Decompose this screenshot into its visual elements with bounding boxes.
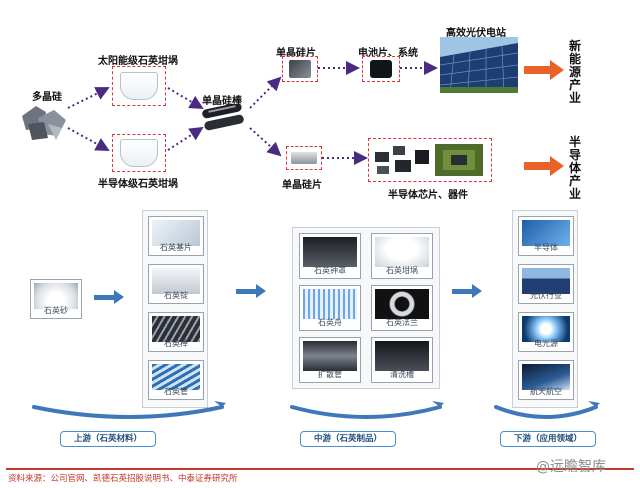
ingot-label: 单晶硅棒	[202, 96, 242, 107]
arrow-head	[472, 284, 482, 298]
quartz-ingot-image	[152, 268, 200, 294]
upstream-panel: 石英基片 石英锭 石英棒 石英管	[142, 210, 208, 408]
upstream-item-card: 石英棒	[148, 312, 204, 352]
pv-station-image	[440, 37, 518, 93]
quartz-substrate-image	[152, 220, 200, 246]
arrow-head	[256, 284, 266, 298]
midstream-item-caption: 清洗槽	[390, 370, 414, 379]
cleaning-tank-image	[375, 341, 429, 371]
top-flow-diagram: 多晶硅 太阳能级石英坩埚 半导体级石英坩埚 单晶硅棒 单晶硅片 电池片、系统 高…	[0, 0, 640, 205]
quartz-boat-image	[303, 289, 357, 319]
flow-arrows	[67, 61, 438, 165]
quartz-rod-image	[152, 316, 200, 342]
midstream-item-card: 石英舟	[299, 285, 361, 331]
arrow-shaft	[94, 295, 114, 300]
wafer-bottom-box	[286, 146, 322, 170]
wafer-image	[291, 152, 317, 164]
semiconductor-industry-label: 半导体产业	[568, 135, 581, 201]
midstream-stage-label: 中游（石英制品）	[300, 431, 396, 447]
downstream-item-caption: 半导体	[534, 243, 558, 252]
midstream-item-card: 石英法兰	[371, 285, 433, 331]
cell-box	[362, 56, 400, 82]
stage-curves	[32, 401, 600, 419]
footer-rule	[6, 468, 634, 470]
upstream-item-card: 石英基片	[148, 216, 204, 256]
downstream-item-card: 半导体	[518, 216, 574, 256]
polysilicon-chunks-image	[22, 106, 66, 140]
midstream-item-caption: 石英法兰	[386, 318, 418, 327]
midstream-item-card: 石英钟罩	[299, 233, 361, 279]
solar-crucible-box	[112, 66, 166, 106]
value-chain-section: 石英砂 石英基片 石英锭 石英棒 石英管 石英钟罩 石英坩埚	[0, 205, 640, 465]
wafer-top-label: 单晶硅片	[276, 48, 316, 59]
orange-arrow-top	[524, 60, 564, 80]
new-energy-industry-label: 新能源产业	[568, 39, 581, 105]
wafer-top-box	[282, 56, 318, 82]
midstream-item-caption: 扩散管	[318, 370, 342, 379]
upstream-item-caption: 石英棒	[164, 339, 188, 348]
downstream-panel: 半导体 光伏行业 电光源 航天航空	[512, 210, 578, 408]
silicon-ingot-image	[202, 104, 244, 131]
upstream-stage-label: 上游（石英材料）	[60, 431, 156, 447]
upstream-item-caption: 石英管	[164, 387, 188, 396]
midstream-item-card: 石英坩埚	[371, 233, 433, 279]
quartz-sand-card: 石英砂	[30, 279, 82, 319]
semiconductor-image	[522, 220, 570, 246]
quartz-flange-image	[375, 289, 429, 319]
quartz-sand-caption: 石英砂	[44, 306, 68, 315]
midstream-item-card: 扩散管	[299, 337, 361, 383]
electric-light-image	[522, 316, 570, 342]
polysilicon-label: 多晶硅	[32, 92, 62, 103]
semiconductor-chips-image	[375, 144, 483, 176]
watermark: @远瞻智库	[536, 459, 606, 475]
crucible-image	[120, 72, 158, 100]
midstream-panel: 石英钟罩 石英坩埚 石英舟 石英法兰 扩散管 清洗槽	[292, 227, 440, 389]
solar-cell-image	[370, 60, 392, 78]
downstream-item-caption: 电光源	[534, 339, 558, 348]
crucible-image	[120, 139, 158, 167]
upstream-item-card: 石英锭	[148, 264, 204, 304]
arrow-shaft	[236, 289, 256, 294]
downstream-stage-label: 下游（应用领域）	[500, 431, 596, 447]
quartz-crucible-image	[375, 237, 429, 267]
quartz-tube-image	[152, 364, 200, 390]
downstream-item-card: 电光源	[518, 312, 574, 352]
downstream-item-card: 光伏行业	[518, 264, 574, 304]
quartz-sand-image	[34, 283, 78, 309]
upstream-item-caption: 石英锭	[164, 291, 188, 300]
midstream-item-caption: 石英坩埚	[386, 266, 418, 275]
solar-crucible-label: 太阳能级石英坩埚	[98, 56, 178, 67]
midstream-item-caption: 石英舟	[318, 318, 342, 327]
semi-crucible-box	[112, 134, 166, 172]
photovoltaic-image	[522, 268, 570, 294]
source-note: 资料来源：公司官网、凯德石英招股说明书、中泰证券研究所	[8, 474, 238, 484]
arrow-shaft	[452, 289, 472, 294]
downstream-item-caption: 航天航空	[530, 387, 562, 396]
downstream-item-card: 航天航空	[518, 360, 574, 400]
semi-crucible-label: 半导体级石英坩埚	[98, 179, 178, 190]
chips-box	[368, 138, 492, 182]
upstream-item-caption: 石英基片	[160, 243, 192, 252]
wafer-image	[289, 60, 311, 78]
midstream-item-card: 清洗槽	[371, 337, 433, 383]
orange-arrow-bottom	[524, 156, 564, 176]
cell-label: 电池片、系统	[358, 48, 418, 59]
diffusion-tube-image	[303, 341, 357, 371]
downstream-item-caption: 光伏行业	[530, 291, 562, 300]
upstream-item-card: 石英管	[148, 360, 204, 400]
aerospace-image	[522, 364, 570, 390]
wafer-bottom-label: 单晶硅片	[282, 180, 322, 191]
arrow-head	[114, 290, 124, 304]
pv-station-label: 高效光伏电站	[446, 28, 506, 39]
quartz-bell-jar-image	[303, 237, 357, 267]
midstream-item-caption: 石英钟罩	[314, 266, 346, 275]
chips-label: 半导体芯片、器件	[388, 190, 468, 201]
